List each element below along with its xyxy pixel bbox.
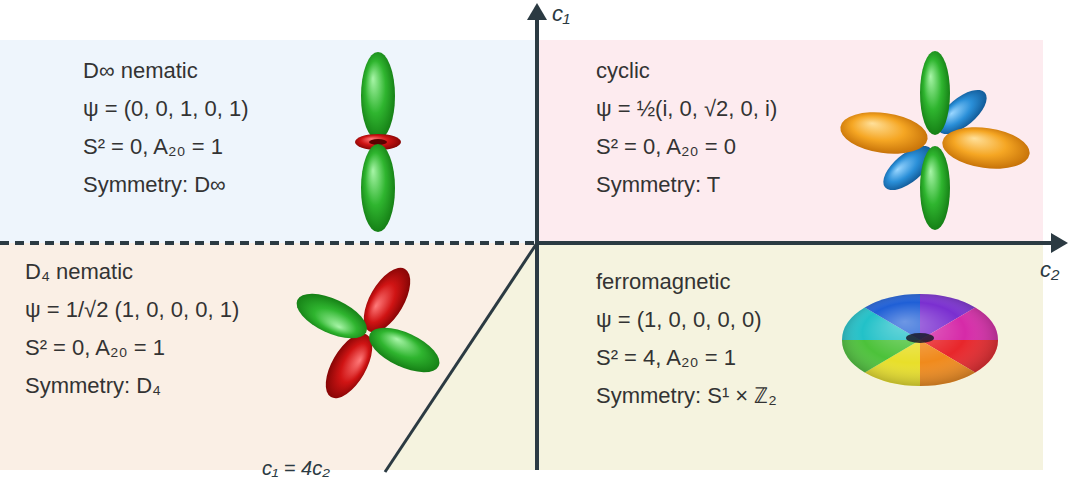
phase-property: S² = 0, A₂₀ = 1	[25, 329, 165, 367]
axis-arrowhead	[1051, 233, 1068, 253]
phase-property: Symmetry: D₄	[25, 367, 161, 405]
phase-name: ferromagnetic	[596, 263, 731, 301]
axis-line	[537, 241, 1054, 245]
orbital-illustration	[838, 51, 1033, 230]
phase-property: ψ = (0, 0, 1, 0, 1)	[83, 90, 248, 128]
phase-region: cyclicψ = ½(i, 0, √2, 0, i)S² = 0, A₂₀ =…	[539, 40, 1043, 243]
region-ground	[537, 40, 1043, 243]
phase-property: ψ = (1, 0, 0, 0, 0)	[596, 301, 761, 339]
phase-name: cyclic	[596, 52, 650, 90]
phase-region: ferromagneticψ = (1, 0, 0, 0, 0)S² = 4, …	[539, 245, 1043, 470]
phase-property: ψ = ½(i, 0, √2, 0, i)	[596, 90, 777, 128]
phase-property: Symmetry: T	[596, 166, 720, 204]
phase-property: S² = 0, A₂₀ = 0	[596, 128, 736, 166]
phase-property: S² = 0, A₂₀ = 1	[83, 128, 223, 166]
orbital-illustration	[842, 294, 998, 386]
phase-region: D₄ nematicψ = 1/√2 (1, 0, 0, 0, 1)S² = 0…	[0, 245, 537, 470]
phase-property: Symmetry: D∞	[83, 166, 226, 204]
orbital-illustration	[290, 260, 446, 405]
axis-arrowhead	[527, 3, 547, 20]
region-ground	[0, 243, 537, 470]
phase-boundary-dashed	[0, 241, 535, 245]
phase-property: Symmetry: S¹ × ℤ₂	[596, 377, 777, 415]
phase-region: D∞ nematicψ = (0, 0, 1, 0, 1)S² = 0, A₂₀…	[0, 40, 537, 243]
phase-name: D∞ nematic	[83, 52, 198, 90]
phase-property: S² = 4, A₂₀ = 1	[596, 339, 736, 377]
phase-property: ψ = 1/√2 (1, 0, 0, 0, 1)	[25, 291, 239, 329]
axis-label: c₂	[1040, 257, 1059, 283]
region-ground	[537, 243, 1043, 470]
axis-label: c₁ = 4c₂	[262, 455, 330, 481]
region-ground	[0, 40, 537, 243]
phase-name: D₄ nematic	[25, 253, 133, 291]
axis-label: c₁	[552, 1, 570, 27]
orbital-illustration	[355, 52, 401, 232]
